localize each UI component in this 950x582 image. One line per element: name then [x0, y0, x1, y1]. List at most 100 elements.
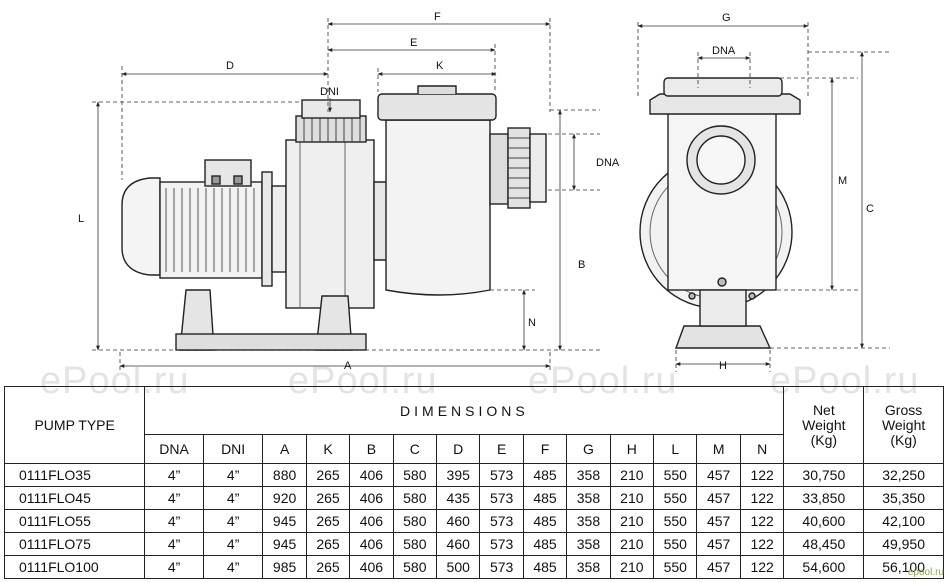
dimension-cell-f: 485 — [522, 509, 568, 533]
dimension-cell-h: 210 — [609, 555, 655, 579]
dimension-cell-g: 358 — [566, 555, 611, 579]
label-b: B — [578, 259, 585, 271]
dimension-cell-l: 550 — [653, 463, 698, 487]
dimension-cell-dna: 4” — [144, 509, 204, 533]
header-gross-weight: Gross Weight (Kg) — [863, 386, 944, 464]
dimension-cell-dni: 4” — [202, 509, 264, 533]
label-l: L — [78, 213, 84, 225]
net-weight-cell: 54,600 — [783, 555, 865, 579]
dimension-cell-c: 580 — [392, 463, 438, 487]
dimension-cell-a: 880 — [262, 463, 307, 487]
label-a: A — [344, 360, 352, 372]
dimension-cell-n: 122 — [739, 463, 785, 487]
pump-model-cell: 0111FLO75 — [3, 532, 146, 556]
front-dimensions — [637, 22, 890, 372]
dimension-cell-d: 500 — [436, 555, 481, 579]
column-header-h: H — [609, 434, 655, 464]
dimension-cell-b: 406 — [349, 486, 394, 510]
dimension-cell-dni: 4” — [202, 555, 264, 579]
dimension-cell-b: 406 — [349, 463, 394, 487]
dimension-cell-dni: 4” — [202, 532, 264, 556]
dimension-cell-c: 580 — [392, 532, 438, 556]
header-dimensions: DIMENSIONS — [144, 386, 785, 435]
pump-model-cell: 0111FLO100 — [3, 555, 146, 579]
column-header-dna: DNA — [144, 434, 204, 464]
dimension-cell-b: 406 — [349, 509, 394, 533]
dimension-cell-d: 460 — [436, 532, 481, 556]
label-m: M — [838, 175, 847, 187]
dimension-cell-g: 358 — [566, 486, 611, 510]
dimension-cell-e: 573 — [479, 463, 524, 487]
dimension-cell-dna: 4” — [144, 463, 204, 487]
net-weight-cell: 48,450 — [783, 532, 865, 556]
dimension-cell-l: 550 — [653, 532, 698, 556]
label-f: F — [434, 11, 441, 23]
header-pump-type: PUMP TYPE — [3, 386, 146, 464]
dimension-cell-m: 457 — [696, 532, 741, 556]
column-header-b: B — [349, 434, 394, 464]
dimension-cell-c: 580 — [392, 555, 438, 579]
dimension-cell-dni: 4” — [202, 486, 264, 510]
dimension-cell-g: 358 — [566, 509, 611, 533]
pump-model-cell: 0111FLO45 — [3, 486, 146, 510]
dimensions-table: PUMP TYPE DIMENSIONS Net Weight (Kg) Gro… — [3, 386, 944, 579]
gross-weight-cell: 56,100 — [863, 555, 944, 579]
dimension-cell-n: 122 — [739, 532, 785, 556]
dimension-cell-l: 550 — [653, 509, 698, 533]
label-d: D — [226, 60, 234, 72]
column-header-l: L — [653, 434, 698, 464]
dimension-cell-k: 265 — [305, 509, 351, 533]
dimension-cell-l: 550 — [653, 486, 698, 510]
label-dna-side: DNA — [596, 157, 620, 169]
gross-weight-cell: 35,350 — [863, 486, 944, 510]
label-e: E — [410, 37, 417, 49]
dimension-cell-b: 406 — [349, 555, 394, 579]
column-header-n: N — [739, 434, 785, 464]
net-weight-cell: 30,750 — [783, 463, 865, 487]
dimension-cell-dna: 4” — [144, 486, 204, 510]
label-k: K — [436, 60, 444, 72]
dimension-cell-k: 265 — [305, 532, 351, 556]
dimension-cell-h: 210 — [609, 532, 655, 556]
label-dni: DNI — [320, 86, 339, 98]
dimension-cell-m: 457 — [696, 486, 741, 510]
pump-model-cell: 0111FLO35 — [3, 463, 146, 487]
dimension-cell-n: 122 — [739, 555, 785, 579]
column-header-g: G — [566, 434, 611, 464]
dimension-cell-a: 920 — [262, 486, 307, 510]
column-header-e: E — [479, 434, 524, 464]
dimension-cell-f: 485 — [522, 463, 568, 487]
dimension-cell-dna: 4” — [144, 555, 204, 579]
pump-dimension-drawing: F E D K DNI DNA L B N A — [78, 11, 890, 372]
label-g: G — [722, 12, 731, 24]
gross-weight-cell: 42,100 — [863, 509, 944, 533]
dimension-cell-e: 573 — [479, 555, 524, 579]
dimension-cell-m: 457 — [696, 463, 741, 487]
gross-weight-cell: 32,250 — [863, 463, 944, 487]
dimension-cell-f: 485 — [522, 555, 568, 579]
label-c: C — [866, 203, 874, 215]
dimension-cell-d: 435 — [436, 486, 481, 510]
dimension-cell-m: 457 — [696, 555, 741, 579]
column-header-a: A — [262, 434, 307, 464]
dimension-cell-e: 573 — [479, 509, 524, 533]
dimension-cell-b: 406 — [349, 532, 394, 556]
dimension-cell-g: 358 — [566, 463, 611, 487]
dimension-cell-c: 580 — [392, 486, 438, 510]
dimension-cell-k: 265 — [305, 486, 351, 510]
column-header-k: K — [305, 434, 351, 464]
side-dimensions — [92, 18, 600, 372]
dimension-cell-f: 485 — [522, 532, 568, 556]
dimension-cell-g: 358 — [566, 532, 611, 556]
dimension-cell-a: 945 — [262, 509, 307, 533]
dimension-cell-h: 210 — [609, 463, 655, 487]
gross-weight-cell: 49,950 — [863, 532, 944, 556]
dimension-cell-e: 573 — [479, 532, 524, 556]
front-view — [639, 77, 801, 349]
label-dna-front: DNA — [712, 45, 736, 57]
